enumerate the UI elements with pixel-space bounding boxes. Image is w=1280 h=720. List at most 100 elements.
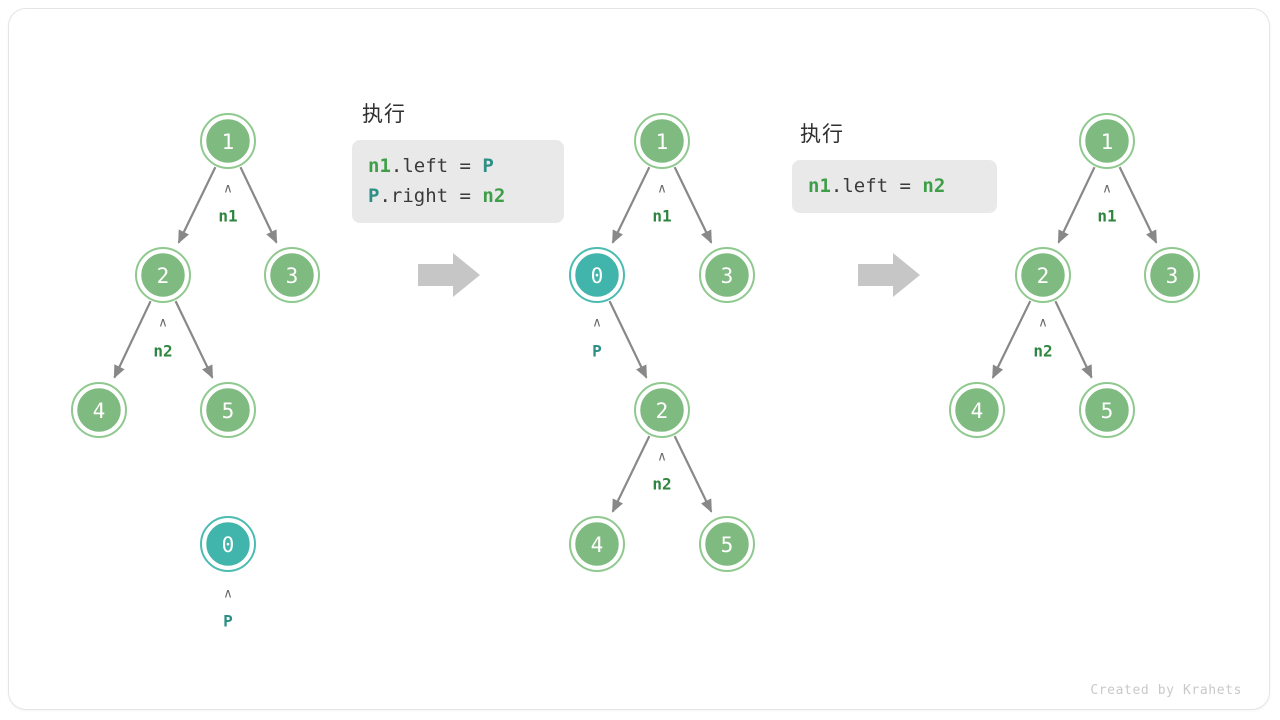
- pointer-n2: n2: [1033, 342, 1052, 361]
- tree-edge: [611, 166, 651, 244]
- tree-edge: [177, 166, 217, 244]
- node-body: [572, 519, 622, 569]
- pointer-n1: n1: [1097, 207, 1116, 226]
- pointer-caret-icon: ∧: [592, 316, 602, 331]
- tree-node[interactable]: 2: [634, 382, 690, 438]
- node-value-label: 4: [93, 399, 106, 423]
- node-outer-ring: [135, 247, 191, 303]
- node-outer-ring: [1015, 247, 1071, 303]
- node-body: [637, 385, 687, 435]
- node-value-label: 1: [656, 130, 669, 154]
- node-value-label: 2: [157, 264, 170, 288]
- pointer-caret-icon: ∧: [657, 450, 667, 465]
- node-body: [203, 385, 253, 435]
- node-body: [1147, 250, 1197, 300]
- node-body: [702, 519, 752, 569]
- tree-node[interactable]: 3: [699, 247, 755, 303]
- tree-node[interactable]: 4: [949, 382, 1005, 438]
- node-value-label: 3: [721, 264, 734, 288]
- tree-node[interactable]: 1: [200, 113, 256, 169]
- pointer-p: P: [223, 612, 233, 631]
- tree-node[interactable]: 3: [264, 247, 320, 303]
- node-body: [572, 250, 622, 300]
- node-outer-ring: [699, 516, 755, 572]
- tree-node[interactable]: 5: [699, 516, 755, 572]
- node-value-label: 2: [656, 399, 669, 423]
- node-value-label: 0: [591, 264, 604, 288]
- transition-arrow-2: [858, 253, 920, 297]
- tree-node[interactable]: 4: [569, 516, 625, 572]
- transition-arrow-1: [418, 253, 480, 297]
- node-outer-ring: [1144, 247, 1200, 303]
- node-body: [203, 519, 253, 569]
- node-outer-ring: [1079, 113, 1135, 169]
- node-outer-ring: [569, 247, 625, 303]
- node-outer-ring: [699, 247, 755, 303]
- node-body: [1018, 250, 1068, 300]
- pointer-caret-icon: ∧: [1038, 316, 1048, 331]
- node-value-label: 5: [721, 533, 734, 557]
- node-outer-ring: [200, 516, 256, 572]
- tree-node[interactable]: 5: [1079, 382, 1135, 438]
- tree-node[interactable]: 1: [634, 113, 690, 169]
- tree-node[interactable]: 2: [1015, 247, 1071, 303]
- node-outer-ring: [949, 382, 1005, 438]
- tree-edge: [611, 435, 651, 513]
- node-value-label: 2: [1037, 264, 1050, 288]
- node-body: [74, 385, 124, 435]
- code-token: n2: [922, 175, 946, 197]
- code-snippet-box: n1.left = n2: [792, 160, 997, 213]
- tree-edge: [239, 166, 278, 244]
- node-body: [952, 385, 1002, 435]
- pointer-n1: n1: [652, 207, 671, 226]
- tree-edge: [1054, 300, 1093, 379]
- step-heading: 执行: [362, 102, 406, 126]
- node-outer-ring: [264, 247, 320, 303]
- node-outer-ring: [1079, 382, 1135, 438]
- tree-node[interactable]: 5: [200, 382, 256, 438]
- node-body: [637, 116, 687, 166]
- tree-edge: [113, 300, 152, 379]
- tree-edge: [1057, 166, 1096, 244]
- node-body: [702, 250, 752, 300]
- node-value-label: 5: [222, 399, 235, 423]
- node-body: [138, 250, 188, 300]
- tree-node[interactable]: 2: [135, 247, 191, 303]
- node-value-label: 3: [1166, 264, 1179, 288]
- node-value-label: 1: [222, 130, 235, 154]
- watermark-credit: Created by Krahets: [1090, 683, 1242, 698]
- tree-edge: [991, 300, 1032, 379]
- code-token: .left =: [390, 155, 483, 177]
- node-outer-ring: [71, 382, 127, 438]
- pointer-caret-icon: ∧: [1102, 182, 1112, 197]
- tree-edge: [1118, 166, 1158, 244]
- pointer-caret-icon: ∧: [657, 182, 667, 197]
- pointer-n2: n2: [652, 475, 671, 494]
- tree-node[interactable]: 1: [1079, 113, 1135, 169]
- code-token: .right =: [379, 185, 483, 207]
- node-outer-ring: [200, 113, 256, 169]
- tree-edge: [174, 300, 214, 379]
- tree-node[interactable]: 0: [200, 516, 256, 572]
- pointer-p: P: [592, 342, 602, 361]
- tree-middle: 1 0 3 2 4 5 ∧ n1 ∧ P ∧ n2: [569, 113, 755, 572]
- code-line: P.right = n2: [368, 181, 548, 211]
- code-token: n1: [808, 175, 831, 197]
- pointer-caret-icon: ∧: [158, 316, 168, 331]
- code-token: n2: [482, 185, 506, 207]
- tree-node[interactable]: 3: [1144, 247, 1200, 303]
- tree-node[interactable]: 0: [569, 247, 625, 303]
- node-value-label: 4: [591, 533, 604, 557]
- code-line: n1.left = P: [368, 151, 548, 181]
- tree-edge: [673, 166, 713, 244]
- node-value-label: 1: [1101, 130, 1114, 154]
- node-body: [267, 250, 317, 300]
- code-line: n1.left = n2: [808, 171, 981, 201]
- node-outer-ring: [569, 516, 625, 572]
- tree-node[interactable]: 4: [71, 382, 127, 438]
- pointer-caret-icon: ∧: [223, 182, 233, 197]
